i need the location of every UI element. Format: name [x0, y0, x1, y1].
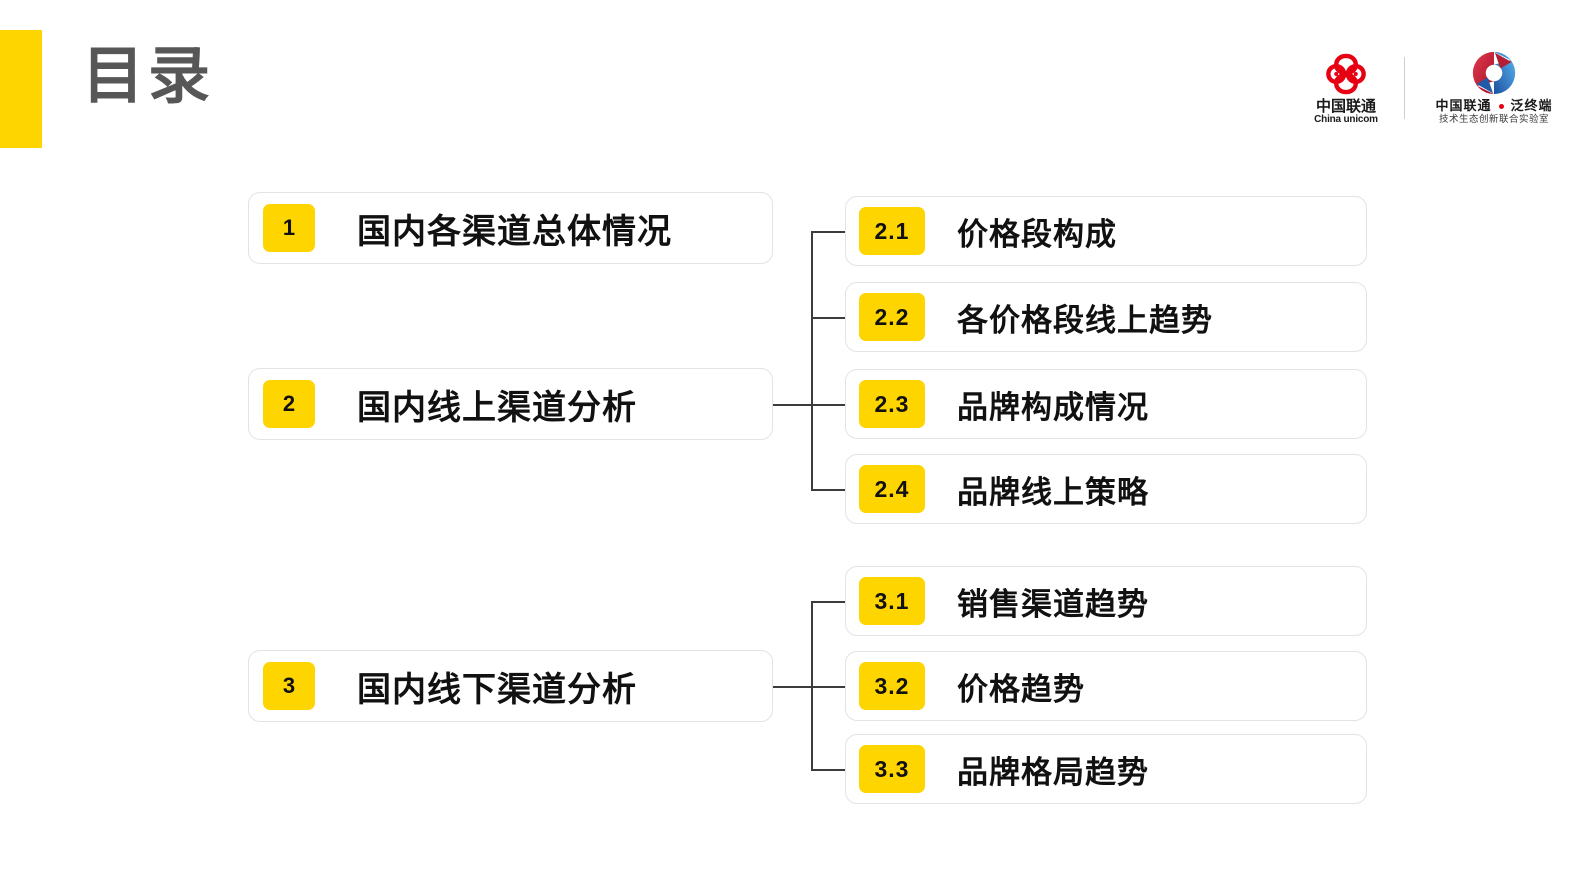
toc-item-2-4[interactable]: 2.4 品牌线上策略: [845, 454, 1367, 524]
toc-badge-3-3: 3.3: [859, 745, 925, 793]
toc-badge-3: 3: [263, 662, 315, 710]
toc-badge-2-2: 2.2: [859, 293, 925, 341]
connector-spine-3: [811, 601, 813, 770]
connector-branch-2-3: [811, 404, 846, 406]
connector-branch-2-4: [811, 489, 846, 491]
logo-area: 中国联通 China unicom: [1302, 46, 1569, 130]
toc-badge-3-1: 3.1: [859, 577, 925, 625]
toc-item-3[interactable]: 3 国内线下渠道分析: [248, 650, 773, 722]
toc-item-2-2[interactable]: 2.2 各价格段线上趋势: [845, 282, 1367, 352]
toc-item-2-1[interactable]: 2.1 价格段构成: [845, 196, 1367, 266]
toc-badge-2: 2: [263, 380, 315, 428]
toc-label-2-2: 各价格段线上趋势: [957, 302, 1213, 338]
toc-label-3-1: 销售渠道趋势: [957, 586, 1149, 622]
lab-title-right: 泛终端: [1510, 98, 1553, 114]
toc-item-1[interactable]: 1 国内各渠道总体情况: [248, 192, 773, 264]
toc-label-2-1: 价格段构成: [957, 216, 1117, 252]
logo-divider: [1404, 57, 1405, 119]
toc-label-3: 国内线下渠道分析: [357, 670, 637, 709]
toc-label-1: 国内各渠道总体情况: [357, 212, 672, 251]
toc-item-2[interactable]: 2 国内线上渠道分析: [248, 368, 773, 440]
toc-item-3-2[interactable]: 3.2 价格趋势: [845, 651, 1367, 721]
toc-item-3-1[interactable]: 3.1 销售渠道趋势: [845, 566, 1367, 636]
toc-label-3-2: 价格趋势: [957, 671, 1085, 707]
toc-badge-2-3: 2.3: [859, 380, 925, 428]
lab-logo: 中国联通 泛终端 技术生态创新联合实验室: [1419, 50, 1569, 126]
toc-item-3-3[interactable]: 3.3 品牌格局趋势: [845, 734, 1367, 804]
connector-branch-2-1: [811, 231, 846, 233]
lab-title-left: 中国联通: [1435, 98, 1492, 114]
toc-badge-2-4: 2.4: [859, 465, 925, 513]
unicom-knot-icon: [1326, 53, 1366, 94]
page-title: 目录: [82, 42, 215, 111]
lab-subtitle: 技术生态创新联合实验室: [1438, 114, 1549, 126]
toc-badge-2-1: 2.1: [859, 207, 925, 255]
lab-title-line: 中国联通 泛终端: [1435, 98, 1553, 114]
china-unicom-logo: 中国联通 China unicom: [1302, 51, 1390, 126]
toc-label-2-4: 品牌线上策略: [957, 474, 1149, 510]
lab-dot-icon: [1498, 103, 1504, 109]
connector-branch-3-2: [811, 686, 846, 688]
toc-label-2-3: 品牌构成情况: [957, 389, 1149, 425]
toc-label-3-3: 品牌格局趋势: [957, 754, 1149, 790]
lab-swirl-icon: [1472, 51, 1516, 95]
unicom-cn-text: 中国联通: [1315, 97, 1376, 115]
title-accent-bar: [0, 30, 42, 148]
connector-branch-3-3: [811, 769, 846, 771]
connector-spine-2: [811, 231, 813, 489]
connector-stem-3: [773, 686, 813, 688]
toc-label-2: 国内线上渠道分析: [357, 388, 637, 427]
unicom-en-text: China unicom: [1314, 114, 1378, 126]
connector-branch-3-1: [811, 601, 846, 603]
toc-badge-1: 1: [263, 204, 315, 252]
toc-badge-3-2: 3.2: [859, 662, 925, 710]
toc-item-2-3[interactable]: 2.3 品牌构成情况: [845, 369, 1367, 439]
connector-stem-2: [773, 404, 813, 406]
connector-branch-2-2: [811, 317, 846, 319]
